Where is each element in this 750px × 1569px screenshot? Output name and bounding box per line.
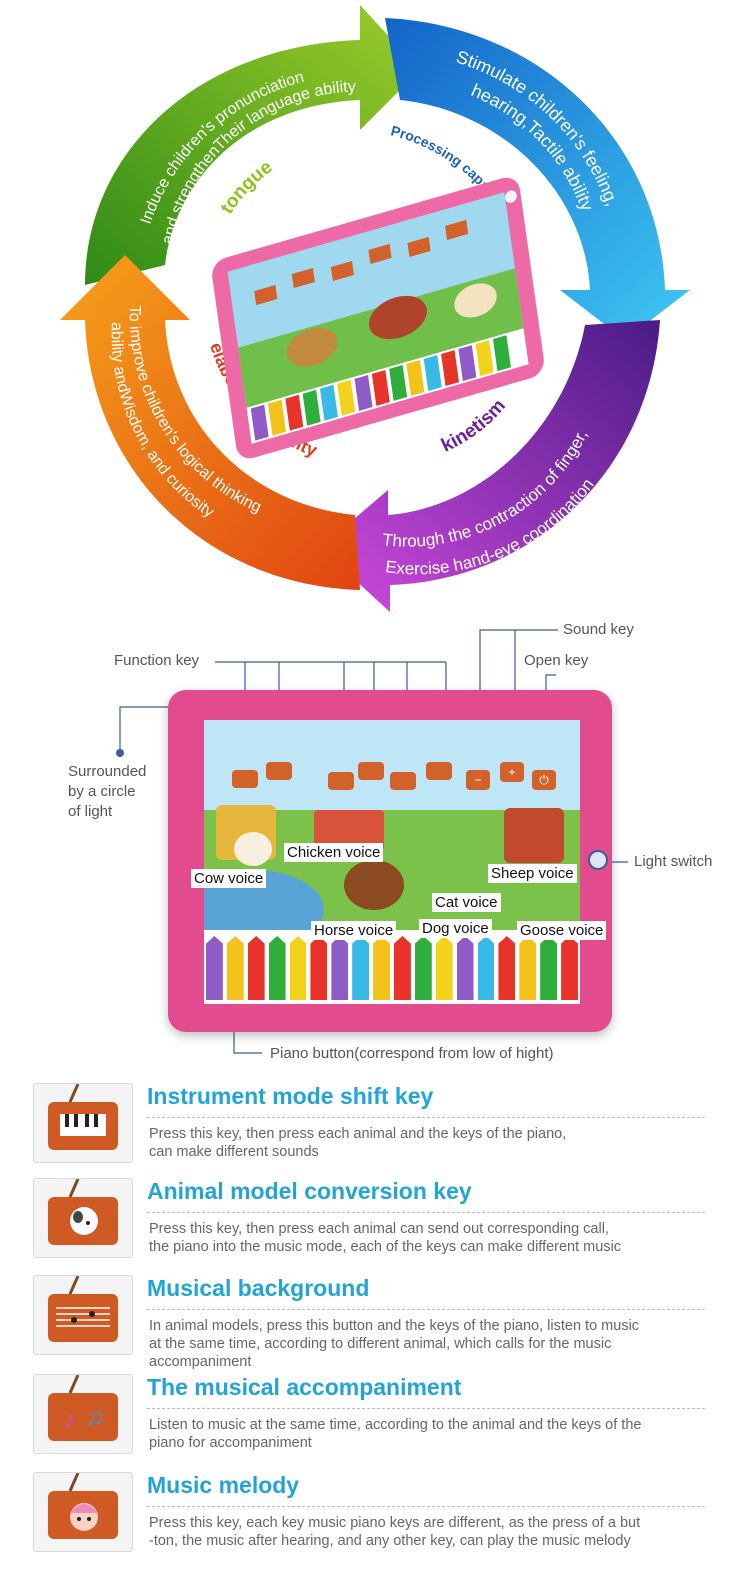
barn-right bbox=[504, 808, 564, 863]
dog-face-icon bbox=[33, 1178, 133, 1258]
cow-figure bbox=[234, 832, 272, 866]
piano-keys-icon bbox=[33, 1083, 133, 1163]
piano-key[interactable] bbox=[331, 936, 349, 1000]
divider bbox=[147, 1212, 705, 1213]
feature-title: Instrument mode shift key bbox=[147, 1083, 434, 1109]
power-key[interactable]: ⏻ bbox=[532, 770, 556, 790]
piano-key[interactable] bbox=[206, 936, 223, 1000]
piano-strip bbox=[204, 930, 580, 1004]
piano-key[interactable] bbox=[414, 936, 432, 1000]
piano-key[interactable] bbox=[373, 936, 390, 1000]
tablet-frame: − + ⏻ bbox=[168, 690, 612, 1032]
piano-key[interactable] bbox=[226, 936, 244, 1000]
divider bbox=[147, 1309, 705, 1310]
horse-figure bbox=[344, 860, 404, 910]
piano-button-label: Piano button(correspond from low of high… bbox=[270, 1045, 554, 1062]
feature-title: The musical accompaniment bbox=[147, 1374, 462, 1400]
feature-musical-background: Musical background In animal models, pre… bbox=[33, 1275, 705, 1370]
girl-face-icon bbox=[33, 1472, 133, 1552]
piano-key[interactable] bbox=[289, 936, 307, 1000]
svg-text:tongue: tongue bbox=[217, 157, 277, 218]
piano-key[interactable] bbox=[268, 936, 286, 1000]
piano-key[interactable] bbox=[456, 936, 474, 1000]
dog-voice-label: Dog voice bbox=[419, 919, 492, 938]
piano-key[interactable] bbox=[561, 936, 578, 1000]
surrounded-dot bbox=[116, 749, 124, 757]
divider bbox=[147, 1408, 705, 1409]
cat-voice-label: Cat voice bbox=[432, 893, 501, 912]
cow-voice-label: Cow voice bbox=[191, 869, 267, 888]
feature-instrument-mode: Instrument mode shift key Press this key… bbox=[33, 1083, 705, 1167]
green-arrow bbox=[85, 5, 420, 285]
feature-desc: Press this key, each key music piano key… bbox=[149, 1515, 641, 1549]
blue-arrow bbox=[385, 18, 690, 340]
divider bbox=[147, 1506, 705, 1507]
piano-key[interactable] bbox=[477, 936, 495, 1000]
svg-text:♪: ♪ bbox=[64, 1406, 76, 1433]
category-tongue: tongue bbox=[217, 157, 277, 218]
piano-key[interactable] bbox=[519, 936, 537, 1000]
function-key-label: Function key bbox=[114, 652, 200, 669]
piano-key[interactable] bbox=[498, 936, 516, 1000]
category-kinetism: kinetism bbox=[438, 395, 510, 456]
piano-key[interactable] bbox=[310, 936, 328, 1000]
volume-down-key[interactable]: − bbox=[466, 770, 490, 790]
instrument-mode-key[interactable] bbox=[328, 772, 354, 790]
animal-mode-key[interactable] bbox=[358, 762, 384, 780]
tablet-screen: − + ⏻ bbox=[204, 720, 580, 1004]
feature-desc: Press this key, then press each animal a… bbox=[149, 1126, 567, 1160]
sound-key-label: Sound key bbox=[563, 621, 634, 638]
feature-title: Animal model conversion key bbox=[147, 1178, 472, 1204]
tablet-toy-image bbox=[212, 177, 544, 459]
goose-voice-label: Goose voice bbox=[517, 921, 607, 940]
feature-title: Music melody bbox=[147, 1472, 300, 1498]
piano-key[interactable] bbox=[394, 936, 411, 1000]
piano-key[interactable] bbox=[352, 936, 370, 1000]
orange-arrow bbox=[60, 255, 360, 590]
feature-musical-accompaniment: ♪ ♫ The musical accompaniment Listen to … bbox=[33, 1374, 705, 1458]
feature-desc: Listen to music at the same time, accord… bbox=[149, 1417, 642, 1451]
open-key-label: Open key bbox=[524, 652, 589, 669]
feature-music-melody: Music melody Press this key, each key mu… bbox=[33, 1472, 705, 1556]
function-key-1[interactable] bbox=[232, 770, 258, 788]
svg-text:♫: ♫ bbox=[86, 1404, 104, 1431]
purple-arrow bbox=[320, 320, 660, 612]
background-music-key[interactable] bbox=[390, 772, 416, 790]
music-staff-icon bbox=[33, 1275, 133, 1355]
music-notes-icon: ♪ ♫ bbox=[33, 1374, 133, 1454]
cycle-diagram: Induce children's pronunciation and stre… bbox=[60, 5, 690, 612]
melody-key[interactable] bbox=[426, 762, 452, 780]
divider bbox=[147, 1117, 705, 1118]
piano-key[interactable] bbox=[435, 936, 453, 1000]
light-switch-button[interactable] bbox=[588, 850, 608, 870]
surrounded-label: Surrounded by a circle of light bbox=[68, 763, 147, 820]
feature-title: Musical background bbox=[147, 1275, 370, 1301]
light-switch-label: Light switch bbox=[634, 853, 713, 870]
sheep-voice-label: Sheep voice bbox=[488, 864, 577, 883]
feature-animal-model: Animal model conversion key Press this k… bbox=[33, 1178, 705, 1262]
function-key-2[interactable] bbox=[266, 762, 292, 780]
piano-key[interactable] bbox=[540, 936, 558, 1000]
svg-text:kinetism: kinetism bbox=[438, 395, 510, 456]
volume-up-key[interactable]: + bbox=[500, 762, 524, 782]
feature-desc: In animal models, press this button and … bbox=[149, 1318, 640, 1370]
chicken-voice-label: Chicken voice bbox=[284, 843, 384, 862]
horse-voice-label: Horse voice bbox=[311, 921, 397, 940]
piano-key[interactable] bbox=[247, 936, 265, 1000]
feature-desc: Press this key, then press each animal c… bbox=[149, 1221, 622, 1255]
